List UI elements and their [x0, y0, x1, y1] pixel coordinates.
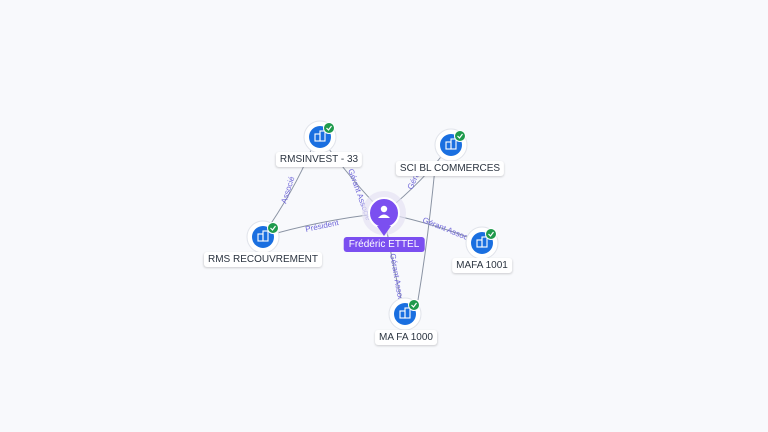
verified-check-icon: [485, 228, 497, 240]
company-label-rmsinvest[interactable]: RMSINVEST - 33: [275, 152, 363, 167]
building-icon: [314, 130, 326, 142]
person-node[interactable]: [362, 191, 406, 236]
company-node-rmsrec[interactable]: [246, 220, 280, 254]
edge-label-rmsrec-rmsinvest: Associé: [279, 175, 296, 205]
building-icon: [476, 236, 488, 248]
person-name-label[interactable]: Frédéric ETTEL: [343, 237, 425, 252]
company-label-rmsrec[interactable]: RMS RECOUVREMENT: [203, 252, 323, 267]
building-icon: [445, 138, 457, 150]
verified-check-icon: [408, 299, 420, 311]
company-node-mafa1000[interactable]: [388, 297, 422, 331]
edge-label-rmsrec: Président: [305, 218, 341, 234]
company-label-mafa1001[interactable]: MAFA 1001: [452, 258, 512, 273]
verified-check-icon: [267, 222, 279, 234]
verified-check-icon: [323, 122, 335, 134]
building-icon: [257, 230, 269, 242]
company-node-mafa1001[interactable]: [465, 226, 499, 260]
building-icon: [399, 307, 411, 319]
verified-check-icon: [454, 130, 466, 142]
person-icon: [378, 205, 390, 218]
edge-scibl-mafa1000: [417, 167, 436, 301]
company-label-scibl[interactable]: SCI BL COMMERCES: [395, 161, 505, 176]
company-label-mafa1000[interactable]: MA FA 1000: [375, 330, 437, 345]
company-node-scibl[interactable]: [434, 128, 468, 162]
company-node-rmsinvest[interactable]: [303, 120, 337, 154]
